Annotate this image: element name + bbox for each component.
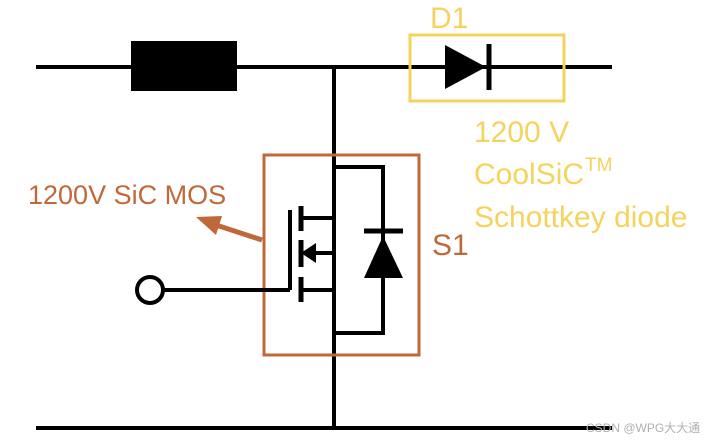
mos-label-arrow-line [215,222,263,243]
d1-highlight-box [408,33,566,103]
d1-trademark-superscript: TM [585,155,613,176]
d1-brand-line: CoolSiCTM [474,156,612,191]
d1-label: D1 [430,2,469,35]
body-diode-triangle [364,236,403,278]
mos-label-arrow-head [196,216,222,235]
d1-type-line: Schottkey diode [474,201,688,234]
s1-highlight-box [262,153,421,357]
mosfet-body-arrow [301,243,316,263]
inductor-block [131,41,237,91]
d1-diode-triangle [445,45,486,89]
s1-label: S1 [432,229,469,262]
d1-rating-line: 1200 V [474,116,570,149]
gate-terminal-circle [135,275,165,305]
watermark-text: CSDN @WPG大大通 [586,421,701,435]
d1-brand-text: CoolSiC [474,158,585,191]
sic-mos-label: 1200V SiC MOS [28,180,227,210]
body-diode-loop-wire [334,165,385,335]
